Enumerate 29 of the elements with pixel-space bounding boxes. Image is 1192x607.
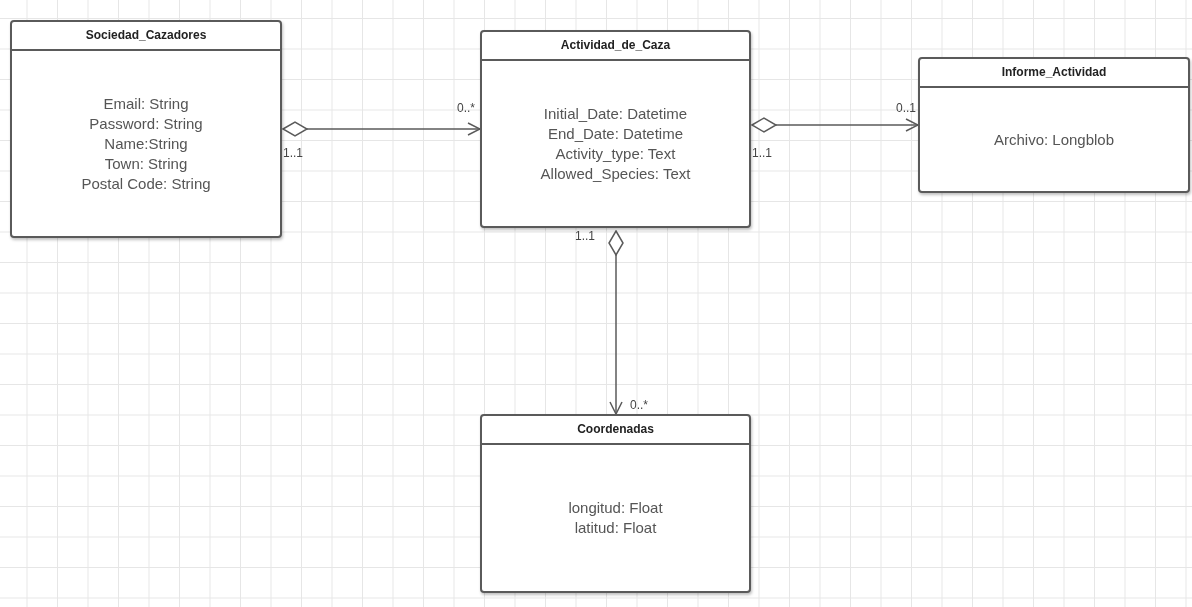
multiplicity-label: 0..1 <box>896 101 916 115</box>
aggregation-arrow <box>282 121 481 137</box>
class-name: Sociedad_Cazadores <box>12 22 280 51</box>
class-box <box>10 20 282 238</box>
attribute-text: Allowed_Species: Text <box>540 163 691 184</box>
class-box <box>480 30 751 228</box>
attribute-text: Password: String <box>89 113 203 134</box>
attribute-text: Activity_type: Text <box>555 143 676 164</box>
multiplicity-label: 1..1 <box>283 146 303 160</box>
class-name: Actividad_de_Caza <box>482 32 749 61</box>
class-name: Coordenadas <box>482 416 749 445</box>
attribute-text: Archivo: Longblob <box>993 129 1115 150</box>
aggregation-arrow <box>751 117 919 133</box>
attribute-text: longitud: Float <box>568 498 663 518</box>
class-name: Informe_Actividad <box>920 59 1188 88</box>
attribute-text: End_Date: Datetime <box>547 123 684 144</box>
attribute-text: Email: String <box>103 93 189 114</box>
class-box <box>480 414 751 593</box>
class-box <box>918 57 1190 193</box>
attribute-text: Postal Code: String <box>81 173 211 194</box>
attribute-text: latitud: Float <box>574 518 657 538</box>
multiplicity-label: 1..1 <box>575 229 595 243</box>
multiplicity-label: 1..1 <box>752 146 772 160</box>
attribute-text: Name:String <box>104 133 188 154</box>
multiplicity-label: 0..* <box>630 398 648 412</box>
aggregation-arrow <box>608 230 624 415</box>
multiplicity-label: 0..* <box>457 101 475 115</box>
attribute-text: Initial_Date: Datetime <box>543 103 688 124</box>
attribute-text: Town: String <box>104 153 188 174</box>
